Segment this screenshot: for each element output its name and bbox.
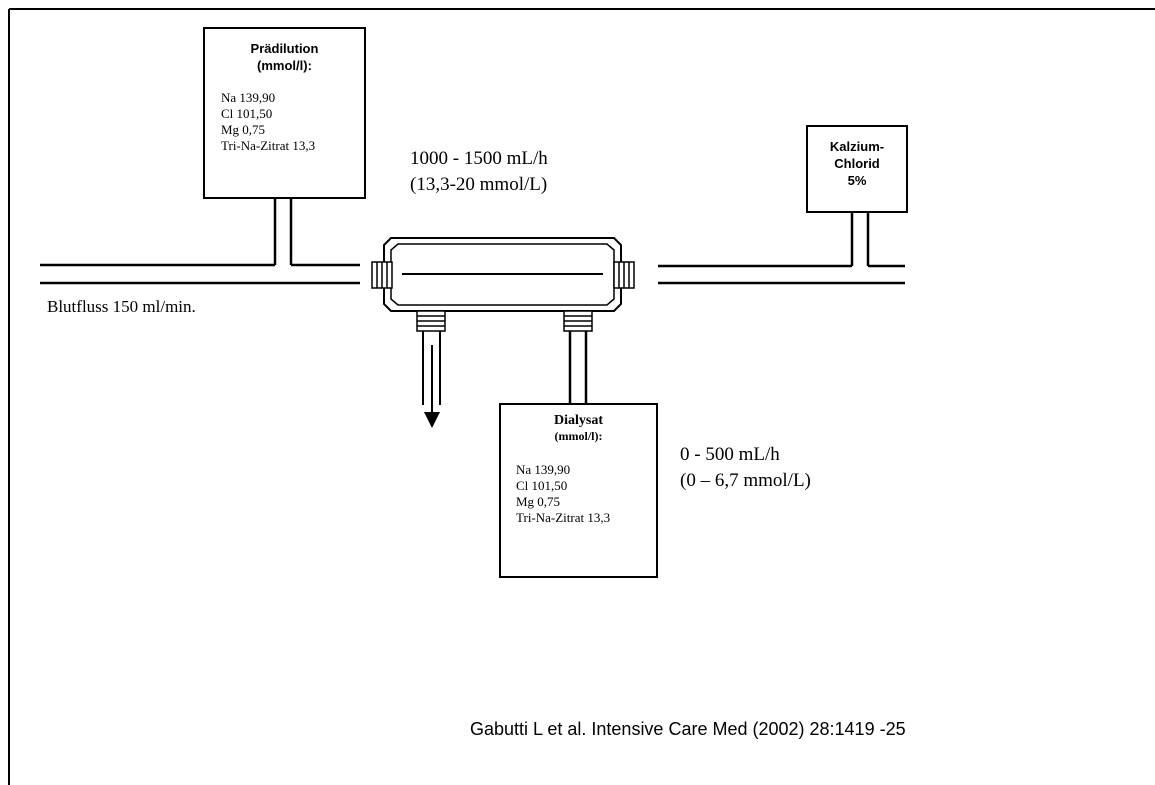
predilution-rate-line1: 1000 - 1500 mL/h: [410, 148, 548, 169]
predilution-na: Na 139,90: [221, 90, 276, 105]
calcium-line1: Kalzium-: [829, 139, 885, 154]
dialysate-bag: [499, 403, 658, 578]
slide-frame: [8, 8, 1155, 785]
hemofilter: [383, 237, 622, 312]
predilution-mg: Mg 0,75: [221, 122, 266, 137]
dialysate-na: Na 139,90: [516, 462, 571, 477]
predilution-title-line2: (mmol/l):: [257, 58, 312, 73]
predilution-cl: Cl 101,50: [221, 106, 273, 121]
calcium-line2: Chlorid: [834, 156, 880, 171]
dialysate-rate-line1: 0 - 500 mL/h: [680, 444, 780, 465]
dialysate-title-line1: Dialysat: [554, 413, 603, 428]
dialysate-title: Dialysat (mmol/l):: [500, 412, 657, 443]
predilution-title-line1: Prädilution: [250, 41, 319, 56]
dialysate-connector: [563, 310, 593, 332]
blood-line-left: [40, 263, 360, 285]
filter-inlet-connector: [371, 261, 393, 289]
dialysate-contents: Na 139,90 Cl 101,50 Mg 0,75 Tri-Na-Zitra…: [516, 462, 610, 526]
blood-flow-label: Blutfluss 150 ml/min.: [47, 297, 196, 316]
dialysate-rate-line2: (0 – 6,7 mmol/L): [680, 470, 811, 491]
calcium-label: Kalzium- Chlorid 5%: [807, 138, 907, 189]
predilution-citrate: Tri-Na-Zitrat 13,3: [221, 138, 316, 153]
predilution-title: Prädilution (mmol/l):: [204, 40, 365, 74]
citation: Gabutti L et al. Intensive Care Med (200…: [470, 719, 906, 739]
predilution-tube: [273, 198, 293, 265]
calcium-tube: [850, 212, 870, 266]
effluent-drain: [422, 331, 441, 412]
calcium-bag: [806, 125, 908, 213]
predilution-bag: [203, 27, 366, 199]
predilution-rate-line2: (13,3-20 mmol/L): [410, 174, 548, 195]
dialysate-tube: [568, 331, 588, 405]
dialysate-citrate: Tri-Na-Zitrat 13,3: [516, 510, 611, 525]
predilution-rate: 1000 - 1500 mL/h (13,3-20 mmol/L): [410, 146, 548, 198]
filter-outlet-connector: [613, 261, 635, 289]
dialysate-rate: 0 - 500 mL/h (0 – 6,7 mmol/L): [680, 442, 811, 494]
effluent-connector: [416, 310, 446, 332]
effluent-arrow-icon: [424, 412, 440, 428]
dialysate-cl: Cl 101,50: [516, 478, 568, 493]
calcium-line3: 5%: [847, 173, 867, 188]
dialysate-mg: Mg 0,75: [516, 494, 561, 509]
blood-line-right: [658, 264, 905, 285]
predilution-contents: Na 139,90 Cl 101,50 Mg 0,75 Tri-Na-Zitra…: [221, 90, 315, 154]
dialysate-title-line2: (mmol/l):: [554, 429, 603, 443]
